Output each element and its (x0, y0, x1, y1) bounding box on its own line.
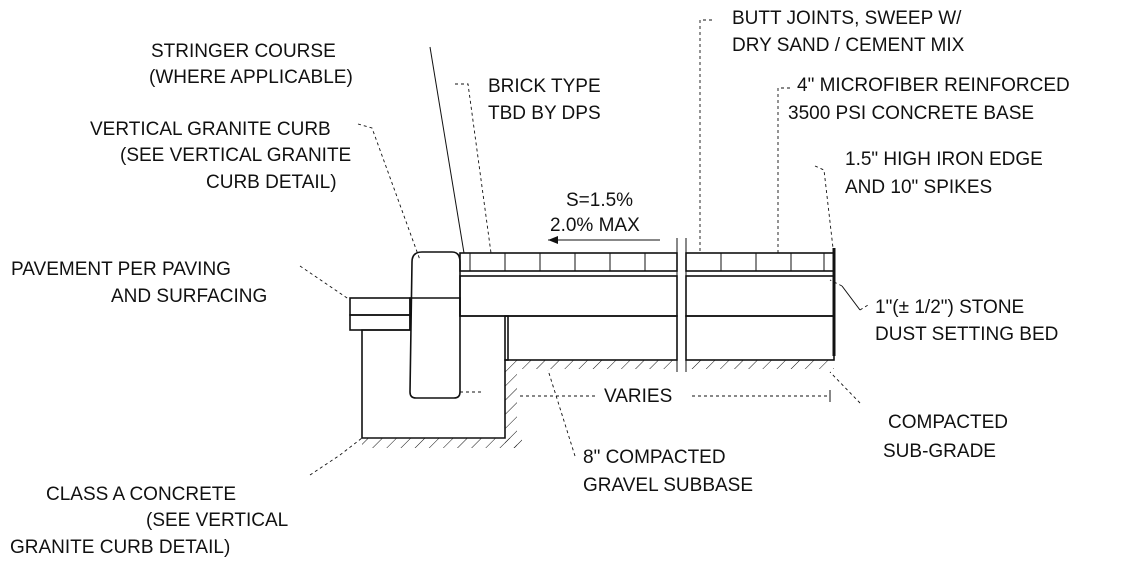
label-class-a-concrete: CLASS A CONCRETE (46, 484, 236, 505)
label-granite-curb-detail: CURB DETAIL) (206, 172, 337, 193)
label-stringer-applicable: (WHERE APPLICABLE) (149, 67, 353, 88)
leader-lines (299, 19, 869, 476)
label-slope-max: 2.0% MAX (550, 215, 640, 236)
concrete-base (459, 275, 835, 317)
granite-curb (409, 251, 461, 399)
label-setting-bed: DUST SETTING BED (875, 324, 1058, 345)
annotation-labels: STRINGER COURSE (WHERE APPLICABLE) BRICK… (10, 8, 1070, 558)
label-varies: VARIES (604, 386, 672, 407)
label-8in-compacted: 8" COMPACTED (583, 447, 726, 468)
gravel-subbase (504, 315, 835, 361)
label-compacted: COMPACTED (888, 412, 1008, 433)
label-stringer-course: STRINGER COURSE (151, 41, 336, 62)
label-dry-sand: DRY SAND / CEMENT MIX (732, 35, 965, 56)
class-a-concrete-foundation (361, 297, 509, 439)
label-spikes: AND 10" SPIKES (845, 177, 992, 198)
label-brick-type: BRICK TYPE (488, 76, 601, 97)
subgrade-earth (362, 360, 834, 448)
label-stone-dust: 1"(± 1/2") STONE (875, 297, 1024, 318)
label-brick-tbd: TBD BY DPS (488, 103, 601, 124)
label-pavement-surfacing: AND SURFACING (111, 286, 267, 307)
label-gravel-subbase: GRAVEL SUBBASE (583, 475, 753, 496)
label-sub-grade: SUB-GRADE (883, 441, 996, 462)
label-class-a-detail: GRANITE CURB DETAIL) (10, 537, 230, 558)
label-microfiber: 4" MICROFIBER REINFORCED (797, 75, 1070, 96)
label-butt-joints: BUTT JOINTS, SWEEP W/ (732, 8, 962, 29)
label-concrete-base: 3500 PSI CONCRETE BASE (788, 103, 1034, 124)
label-granite-curb-see: (SEE VERTICAL GRANITE (120, 145, 351, 166)
existing-pavement (349, 297, 411, 331)
label-granite-curb: VERTICAL GRANITE CURB (90, 119, 331, 140)
label-pavement: PAVEMENT PER PAVING (11, 259, 231, 280)
label-iron-edge: 1.5" HIGH IRON EDGE (845, 149, 1043, 170)
label-class-a-see: (SEE VERTICAL (146, 510, 288, 531)
section-break (676, 238, 687, 372)
label-slope: S=1.5% (566, 190, 633, 211)
brick-course (459, 252, 835, 272)
